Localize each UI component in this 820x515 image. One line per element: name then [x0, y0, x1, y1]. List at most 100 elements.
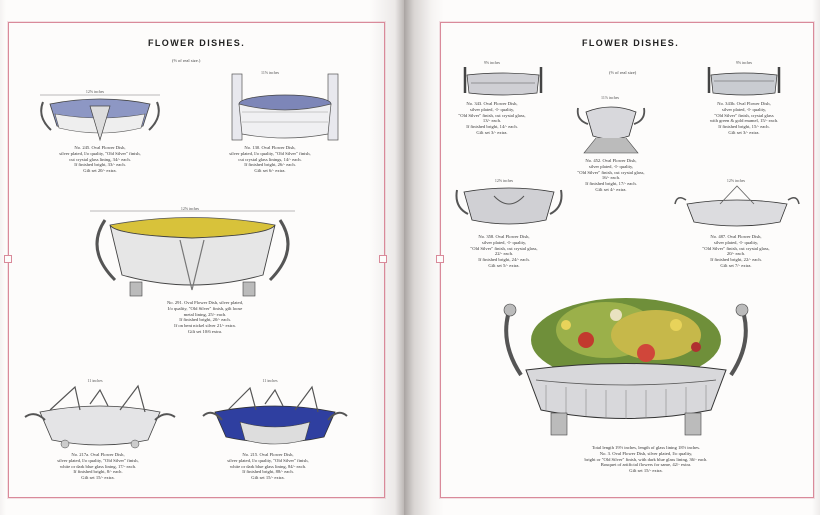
caption-line: If finished bright, 15/- each. — [718, 124, 770, 130]
flower-dish-with-bouquet-illustration — [503, 298, 749, 436]
caption-line: No. 487. Oval Flower Dish, — [710, 234, 762, 239]
caption-line: 13/- each. — [482, 118, 502, 124]
caption-line: "Old Silver" finish, cut crystal glass, — [458, 112, 526, 118]
caption-line: Gilt set 15/- extra. — [81, 475, 115, 481]
item-caption: No. 215. Oval Flower Dish, silver plated… — [227, 452, 308, 481]
scale-note: (⅔ of real size) — [609, 70, 637, 75]
caption-line: No. 245. Oval Flower Dish, — [74, 145, 126, 150]
caption-line: Gilt set 5/- extra. — [488, 262, 520, 268]
caption-line: 20/- each. — [726, 251, 746, 257]
caption-line: "Old Silver" finish, cut crystal glass, — [577, 169, 645, 175]
caption-line: No. 217a. Oval Flower Dish, — [71, 452, 125, 457]
page-title: FLOWER DISHES. — [148, 38, 246, 48]
caption-line: Total length 19½ inches, length of glass… — [591, 445, 701, 450]
flower-dish-illustration — [202, 385, 348, 445]
caption-line: with green & gold enamel, 15/- each. — [709, 118, 779, 124]
caption-line: Gilt set 3/- extra. — [476, 129, 508, 135]
flower-dish-illustration — [707, 67, 781, 96]
caption-line: silver plated, -I- quality, — [713, 239, 759, 245]
caption-line: No. 3. Oval Flower Dish, silver plated, … — [599, 450, 693, 456]
caption-line: Gilt set 20/- extra. — [83, 168, 117, 174]
caption-line: cut crystal glass lining, 34/- each. — [69, 156, 131, 162]
caption-line: If finished bright, 17/- each. — [585, 181, 637, 187]
page-title: FLOWER DISHES. — [582, 38, 680, 48]
caption-line: Gilt set 15/- extra. — [629, 468, 663, 474]
caption-line: silver plated, I/o quality, "Old Silver"… — [57, 457, 139, 463]
left-page: FLOWER DISHES. (⅔ of real size.) 12⅝ inc… — [0, 0, 404, 515]
dimension-label: 9⅝ inches — [483, 60, 501, 65]
caption-line: I/o quality, "Old Silver" finish, gilt l… — [167, 305, 243, 311]
caption-line: Gilt set 6/- extra. — [254, 168, 286, 174]
dimension-label: 12⅝ inches — [726, 178, 746, 183]
caption-line: cut crystal glass linings, 14/- each. — [238, 156, 302, 162]
caption-line: Gilt set 15/- extra. — [251, 475, 285, 481]
item-caption: No. 217a. Oval Flower Dish, silver plate… — [57, 452, 138, 481]
item-caption: No. 245. Oval Flower Dish, silver plated… — [59, 145, 140, 174]
caption-line: 16/- each. — [601, 175, 621, 181]
flower-dish-illustration — [90, 210, 295, 297]
dimension-label: 11⅞ inches — [600, 95, 620, 100]
caption-line: metal lining, 25/- each. — [183, 311, 227, 317]
dimension-label: 11⅝ inches — [260, 70, 280, 75]
caption-line: silver plated, I/o quality, "Old Silver"… — [229, 150, 311, 156]
caption-line: white or dark blue glass lining, 17/- ea… — [59, 463, 137, 469]
caption-line: Gilt set 3/- extra. — [728, 129, 760, 135]
caption-line: bright or "Old Silver" finish, with dark… — [584, 456, 708, 462]
item-caption: No. 487. Oval Flower Dish, silver plated… — [702, 234, 769, 269]
item-caption: Total length 19½ inches, length of glass… — [585, 445, 708, 474]
item-caption: No. 291. Oval Flower Dish, silver plated… — [167, 300, 243, 335]
caption-line: "Old Silver" finish, cut crystal glass, — [702, 245, 770, 251]
caption-line: No. 343. Oval Flower Dish, — [466, 101, 518, 106]
flower-dish-illustration — [455, 187, 563, 225]
caption-line: silver plated, I/o quality, "Old Silver"… — [59, 150, 141, 156]
caption-line: Gilt set 4/- extra. — [595, 186, 627, 192]
caption-line: white or dark blue glass lining, 84/- ea… — [229, 463, 307, 469]
caption-line: silver plated, -I- quality, — [721, 106, 767, 112]
caption-line: Bouquet of artificial flowers for same, … — [600, 462, 692, 468]
caption-line: If finished bright, 22/- each. — [710, 257, 762, 263]
border-ornament — [379, 255, 387, 263]
border-ornament — [4, 255, 12, 263]
caption-line: If finished bright, 26/- each. — [244, 162, 296, 168]
caption-line: No. 291. Oval Flower Dish, silver plated… — [166, 300, 244, 305]
dimension-label: 11 inches — [262, 378, 278, 383]
caption-line: If finished bright, 8/- each. — [73, 469, 123, 475]
dimension-label: 9⅝ inches — [735, 60, 753, 65]
item-caption: No. 343b. Oval Flower Dish, silver plate… — [710, 101, 778, 136]
caption-line: silver plated, -I- quality, — [588, 163, 634, 169]
caption-line: If finished bright, 14/- each. — [466, 124, 518, 130]
caption-line: If finished bright, 20/- each. — [179, 317, 231, 323]
dimension-label: 12⅝ inches — [85, 89, 105, 94]
item-caption: No. 358. Oval Flower Dish, silver plated… — [470, 234, 537, 269]
caption-line: silver plated, -I- quality, — [481, 239, 527, 245]
caption-line: No. 215. Oval Flower Dish, — [242, 452, 294, 457]
caption-line: Gilt set 10/6 extra. — [187, 328, 223, 334]
caption-line: No. 358. Oval Flower Dish, — [478, 234, 530, 239]
right-page: FLOWER DISHES. (⅔ of real size) 9⅝ inche… — [404, 0, 820, 515]
item-caption: No. 130. Oval Flower Dish, silver plated… — [229, 145, 310, 174]
caption-line: silver plated, I/o quality, "Old Silver"… — [227, 457, 309, 463]
dimension-label: 11 inches — [87, 378, 103, 383]
caption-line: silver plated, -I- quality, — [469, 106, 515, 112]
caption-line: If on bent nickel silver 21/- extra. — [174, 323, 236, 329]
caption-line: If finished bright, 88/- each. — [242, 469, 294, 475]
caption-line: No. 130. Oval Flower Dish, — [244, 145, 296, 150]
item-caption: No. 452. Oval Flower Dish, silver plated… — [577, 158, 644, 193]
caption-line: No. 452. Oval Flower Dish, — [585, 158, 637, 163]
caption-line: No. 343b. Oval Flower Dish, — [717, 101, 771, 106]
flower-dish-illustration — [231, 73, 339, 141]
border-ornament — [436, 255, 444, 263]
scale-note: (⅔ of real size.) — [172, 58, 201, 63]
dimension-label: 12⅝ inches — [494, 178, 514, 183]
flower-dish-illustration — [576, 106, 646, 154]
dimension-label: 12⅝ inches — [180, 206, 200, 211]
caption-line: "Old Silver" finish, cut crystal glass, — [470, 245, 538, 251]
caption-line: "Old Silver" finish, crystal glass — [714, 112, 774, 118]
flower-dish-illustration — [463, 67, 543, 96]
caption-line: If finished bright, 24/- each. — [478, 257, 530, 263]
caption-line: 22/- each. — [494, 251, 514, 257]
caption-line: Gilt set 7/- extra. — [720, 262, 752, 268]
flower-dish-illustration — [24, 384, 176, 449]
flower-dish-illustration — [674, 185, 800, 227]
flower-dish-illustration — [40, 94, 160, 142]
